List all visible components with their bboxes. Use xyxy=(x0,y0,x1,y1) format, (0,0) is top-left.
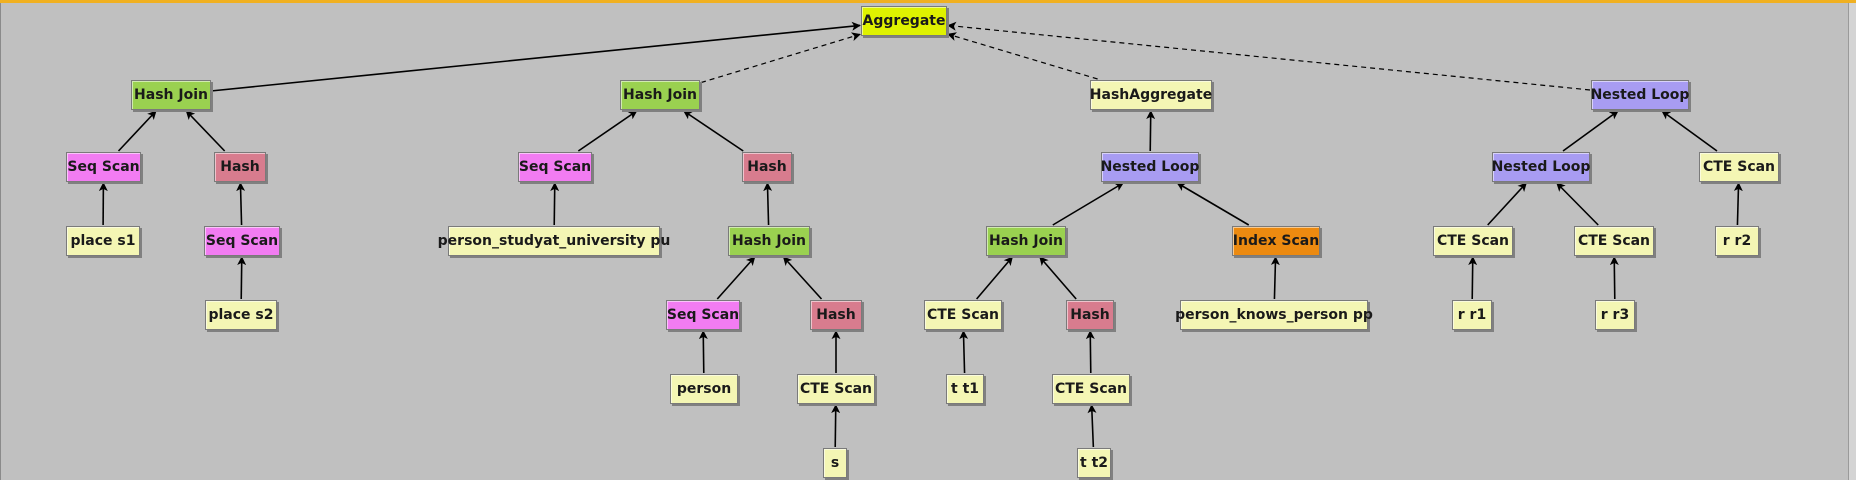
edge-relation-node-to-index-scan-node xyxy=(1270,256,1280,300)
edge-nested-loop-node-to-hash-aggregate-node xyxy=(1146,110,1156,152)
seq-scan-node[interactable]: Seq Scan xyxy=(666,300,740,330)
hash-join-node[interactable]: Hash Join xyxy=(986,226,1066,256)
canvas-left-border xyxy=(0,3,1,480)
relation-node[interactable]: t t2 xyxy=(1077,448,1111,478)
edge-relation-node-to-cte-scan-node xyxy=(959,330,969,374)
cte-scan-node[interactable]: CTE Scan xyxy=(1052,374,1130,404)
hash-join-node[interactable]: Hash Join xyxy=(620,80,700,110)
relation-node[interactable]: person_knows_person pp xyxy=(1175,300,1373,330)
seq-scan-node[interactable]: Seq Scan xyxy=(204,226,280,256)
relation-node[interactable]: r r3 xyxy=(1595,300,1635,330)
edge-relation-node-to-cte-scan-node xyxy=(1609,256,1619,300)
edge-seq-scan-node-to-hash-join-node xyxy=(577,110,638,152)
seq-scan-node[interactable]: Seq Scan xyxy=(518,152,592,182)
cte-scan-node[interactable]: CTE Scan xyxy=(924,300,1002,330)
edge-relation-node-to-seq-scan-node xyxy=(237,256,247,300)
hash-node[interactable]: Hash xyxy=(810,300,862,330)
cte-scan-node[interactable]: CTE Scan xyxy=(1699,152,1779,182)
edge-hash-join-node-to-aggregate-node xyxy=(211,21,861,92)
hash-join-node[interactable]: Hash Join xyxy=(728,226,810,256)
aggregate-node[interactable]: Aggregate xyxy=(861,6,947,36)
relation-node[interactable]: place s2 xyxy=(205,300,277,330)
edge-seq-scan-node-to-hash-join-node xyxy=(117,110,157,152)
edge-cte-scan-node-to-nested-loop-node xyxy=(1661,110,1718,152)
edge-hash-node-to-hash-join-node xyxy=(683,110,744,152)
edge-seq-scan-node-to-hash-join-node xyxy=(716,256,756,300)
edge-hash-node-to-hash-join-node xyxy=(782,256,823,300)
edge-hash-join-node-to-nested-loop-node xyxy=(1052,182,1124,226)
edge-cte-scan-node-to-hash-join-node xyxy=(976,256,1013,300)
relation-node[interactable]: place s1 xyxy=(66,226,140,256)
vertical-scrollbar[interactable] xyxy=(1848,3,1856,480)
index-scan-node[interactable]: Index Scan xyxy=(1232,226,1320,256)
edge-relation-node-to-seq-scan-node xyxy=(698,330,708,374)
relation-node[interactable]: person_studyat_university pu xyxy=(438,226,670,256)
relation-node[interactable]: r r1 xyxy=(1452,300,1492,330)
edge-cte-scan-node-to-nested-loop-node xyxy=(1487,182,1527,226)
hash-node[interactable]: Hash xyxy=(1066,300,1114,330)
cte-scan-node[interactable]: CTE Scan xyxy=(1574,226,1654,256)
edge-hash-node-to-hash-join-node xyxy=(1039,256,1077,300)
relation-node[interactable]: t t1 xyxy=(946,374,984,404)
edge-hash-join-node-to-hash-node xyxy=(763,182,773,226)
edge-hash-aggregate-node-to-aggregate-node xyxy=(947,32,1098,80)
relation-node[interactable]: s xyxy=(823,448,847,478)
nested-loop-node[interactable]: Nested Loop xyxy=(1101,152,1199,182)
edge-relation-node-to-cte-scan-node xyxy=(1468,256,1478,300)
window-top-border xyxy=(0,0,1856,3)
edge-seq-scan-node-to-hash-node xyxy=(236,182,246,226)
edge-nested-loop-node-to-aggregate-node xyxy=(947,21,1591,91)
relation-node[interactable]: person xyxy=(670,374,738,404)
edge-cte-scan-node-to-hash-node xyxy=(1085,330,1095,374)
edge-hash-join-node-to-aggregate-node xyxy=(700,32,861,84)
hash-node[interactable]: Hash xyxy=(742,152,792,182)
cte-scan-node[interactable]: CTE Scan xyxy=(797,374,875,404)
cte-scan-node[interactable]: CTE Scan xyxy=(1433,226,1513,256)
hash-node[interactable]: Hash xyxy=(214,152,266,182)
edge-index-scan-node-to-nested-loop-node xyxy=(1176,182,1250,226)
hash-aggregate-node[interactable]: HashAggregate xyxy=(1090,80,1212,110)
seq-scan-node[interactable]: Seq Scan xyxy=(66,152,141,182)
edge-nested-loop-node-to-nested-loop-node xyxy=(1562,110,1619,152)
edge-relation-node-to-cte-scan-node xyxy=(1733,182,1743,226)
relation-node[interactable]: r r2 xyxy=(1715,226,1759,256)
nested-loop-node[interactable]: Nested Loop xyxy=(1591,80,1689,110)
edge-relation-node-to-cte-scan-node xyxy=(831,404,841,448)
edge-cte-scan-node-to-nested-loop-node xyxy=(1556,182,1599,226)
edge-relation-node-to-seq-scan-node xyxy=(550,182,560,226)
hash-join-node[interactable]: Hash Join xyxy=(131,80,211,110)
edge-relation-node-to-cte-scan-node xyxy=(1087,404,1097,448)
edge-hash-node-to-hash-join-node xyxy=(185,110,226,152)
nested-loop-node[interactable]: Nested Loop xyxy=(1492,152,1590,182)
